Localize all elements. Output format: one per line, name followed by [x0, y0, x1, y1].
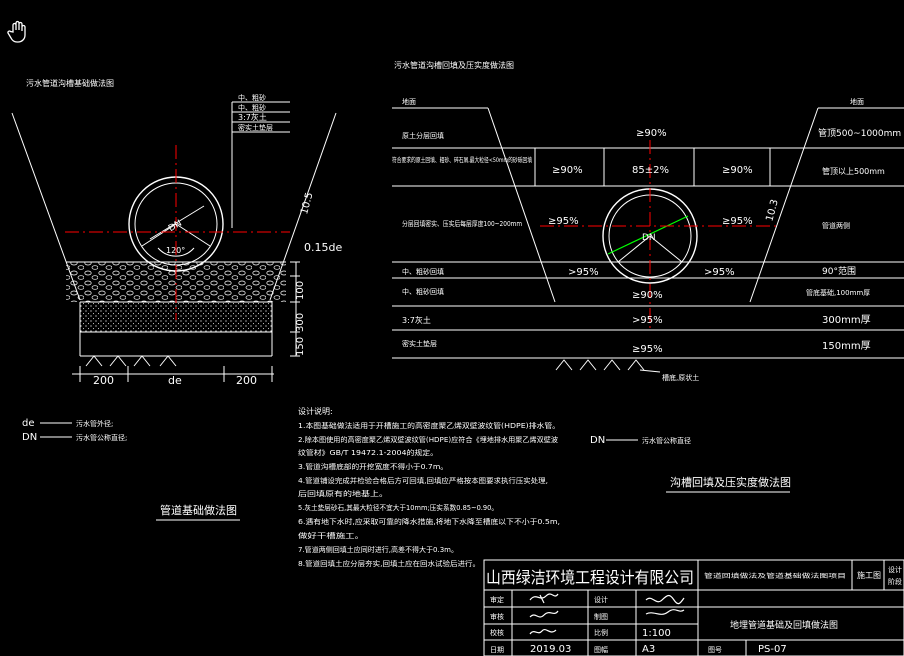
right-bottom-note: 槽底,原状土 [662, 373, 699, 382]
right-dn-label: DN [642, 233, 656, 243]
row2-label2: 制图 [594, 612, 608, 621]
row1-label: 审定 [490, 595, 504, 604]
notes-line-7: 5.灰土垫层砂石,其最大粒径不宜大于10mm;压实系数0.85~0.90。 [298, 503, 498, 512]
drawing-no-label: 图号 [708, 646, 722, 654]
left-slope-label: 10.5 [299, 191, 315, 215]
row-label-3: 分层回填密实、压实后每层厚度100~200mm [402, 219, 522, 228]
right-title: 沟槽回填及压实度做法图 [670, 475, 791, 489]
left-dim-150: 150 [295, 337, 306, 356]
signature-2 [529, 610, 559, 618]
val-95d: >95% [704, 267, 735, 278]
left-title: 管道基础做法图 [160, 503, 237, 517]
pan-hand-icon [7, 20, 26, 43]
legend-de-text: 污水管外径; [76, 419, 113, 428]
left-thickness-label: 0.15de [304, 241, 342, 254]
left-foundation-drawing: 污水管道沟槽基础做法图 [11, 78, 337, 438]
row-label-2: 符合要求的原土回填、粗砂、碎石屑,最大粒径<50mm的砂砾回填 [392, 155, 532, 164]
row1-label2: 设计 [594, 595, 608, 604]
scale-value: 1:100 [642, 628, 671, 639]
val-90d: ≥90% [632, 290, 663, 301]
title-block-text: 山西绿洁环境工程设计有限公司 管道回填做法及管道基础做法图项目 施工图 设计 阶… [486, 565, 902, 655]
left-dim-200b: 200 [236, 374, 257, 387]
signature-3 [529, 628, 557, 635]
company-name: 山西绿洁环境工程设计有限公司 [486, 568, 694, 587]
val-95c: >95% [568, 267, 599, 278]
legend-top-3: 3:7灰土 [238, 112, 267, 122]
right-legend-dn-text: 污水管公称直径 [642, 436, 691, 445]
left-dim-100: 100 [295, 281, 306, 300]
val-85: 85±2% [632, 165, 669, 176]
row-label-1: 原土分层回填 [402, 131, 444, 140]
row3-label2: 比例 [594, 628, 608, 637]
legend-dn-text: 污水管公称直径; [76, 433, 127, 442]
val-90b: ≥90% [552, 165, 583, 176]
right-ground-left: 地面 [402, 97, 416, 106]
notes-line-3: 纹管材》GB/T 19472.1-2004的规定。 [298, 448, 438, 457]
row4-label: 日期 [490, 646, 504, 654]
val-95e: >95% [632, 315, 663, 326]
note-right-7: 150mm厚 [822, 340, 871, 352]
val-90c: ≥90% [722, 165, 753, 176]
notes-line-11: 8.管道回填土应分层夯实,回填土应在回水试验后进行。 [298, 559, 480, 568]
val-95f: ≥95% [632, 344, 663, 355]
legend-dn: DN [22, 432, 37, 443]
right-legend-dn: DN [590, 435, 605, 446]
left-dn-label: DN [167, 219, 184, 234]
paper-size: A3 [642, 644, 655, 655]
notes-line-8: 6.遇有地下水时,应采取可靠的降水措施,将地下水降至槽底以下不小于0.5m, [298, 517, 560, 526]
drawing-title: 地埋管道基础及回填做法图 [730, 619, 838, 631]
notes-line-4: 3.管道沟槽底部的开挖宽度不得小于0.7m。 [298, 462, 448, 471]
note-right-6: 300mm厚 [822, 314, 871, 326]
notes-line-10: 7.管道两侧回填土应同时进行,高差不得大于0.3m。 [298, 545, 458, 554]
val-95b: ≥95% [722, 216, 753, 227]
val-90a: ≥90% [636, 128, 667, 139]
legend-top-4: 密实土垫层 [238, 123, 273, 132]
legend-top-2: 中、粗砂 [238, 103, 266, 112]
note-right-3: 管道两侧 [822, 221, 850, 230]
row-label-7: 密实土垫层 [402, 339, 437, 348]
notes-heading: 设计说明: [298, 406, 333, 416]
notes-line-2: 2.除本图使用的高密度聚乙烯双壁波纹管(HDPE)应符合《埋地排水用聚乙烯双壁波 [298, 435, 558, 444]
notes-line-5: 4.管道铺设完成并检验合格后方可回填,回填应严格按本图要求执行压实处理, [298, 476, 548, 485]
row-label-6: 3:7灰土 [402, 315, 431, 325]
title-block [483, 559, 904, 656]
stage-cut-2: 阶段 [888, 577, 902, 586]
left-angle-label: 120° [166, 246, 185, 255]
signature-4 [645, 594, 685, 615]
project-name: 管道回填做法及管道基础做法图项目 [704, 572, 846, 580]
right-caption: 污水管道沟槽回填及压实度做法图 [394, 60, 514, 70]
date-value: 2019.03 [530, 644, 571, 655]
right-backfill-drawing [392, 107, 904, 441]
left-labels: 中、粗砂 中、粗砂 3:7灰土 密实土垫层 DN 120° 10.5 0.15d… [22, 93, 342, 521]
signature-1 [529, 593, 559, 604]
right-labels: 污水管道沟槽回填及压实度做法图 地面 地面 原土分层回填 符合要求的原土回填、粗… [392, 60, 901, 493]
row2-label: 审核 [490, 612, 504, 621]
row-label-5: 中、粗砂回填 [402, 287, 444, 296]
note-right-1: 管顶500~1000mm [818, 127, 901, 139]
stage-label: 施工图 [857, 570, 881, 580]
row-label-4: 中、粗砂回填 [402, 267, 444, 276]
design-notes: 设计说明: 1.本图基础做法适用于开槽施工的高密度聚乙烯双壁波纹管(HDPE)排… [298, 406, 560, 568]
left-dim-300: 300 [295, 313, 306, 332]
legend-de: de [22, 418, 35, 429]
left-dim-200a: 200 [93, 374, 114, 387]
val-95a: ≥95% [548, 216, 579, 227]
left-ground-hatch [85, 355, 177, 367]
left-caption: 污水管道沟槽基础做法图 [26, 78, 114, 88]
notes-line-9: 做好干槽施工。 [298, 531, 364, 540]
notes-line-1: 1.本图基础做法适用于开槽施工的高密度聚乙烯双壁波纹管(HDPE)排水管。 [298, 421, 560, 430]
note-right-4: 90°范围 [822, 265, 856, 277]
left-dim-de: de [168, 374, 182, 387]
right-ground-right: 地面 [850, 97, 864, 106]
row3-label: 校核 [490, 628, 504, 637]
right-slope-label: 10.3 [764, 198, 780, 222]
note-right-2: 管顶以上500mm [822, 166, 885, 176]
drawing-no: PS-07 [758, 644, 787, 655]
notes-line-6: 后回填原有的地基上。 [298, 489, 388, 498]
stage-cut-1: 设计 [888, 565, 902, 574]
note-right-5: 管底基础,100mm厚 [806, 288, 870, 297]
legend-top-1: 中、粗砂 [238, 93, 266, 102]
row4-label2: 图幅 [594, 645, 608, 654]
